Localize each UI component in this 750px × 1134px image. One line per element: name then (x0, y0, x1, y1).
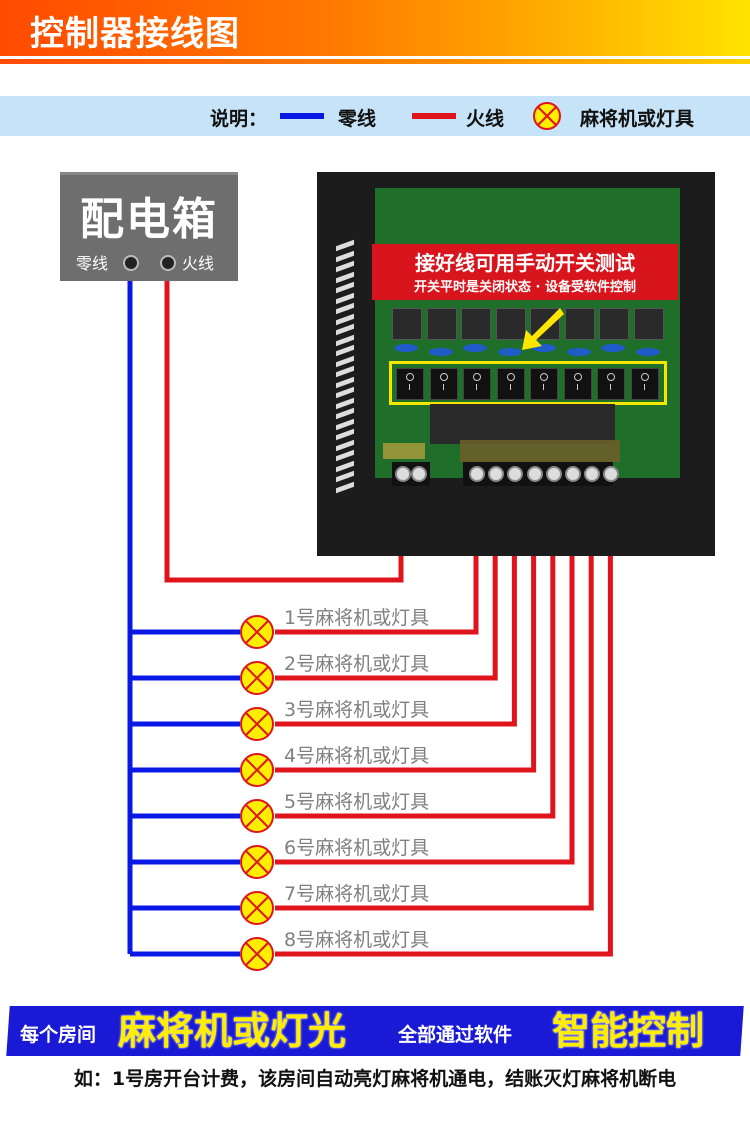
terminal-screw-icon (526, 466, 543, 482)
relay-block (545, 404, 569, 444)
relay-block (499, 404, 523, 444)
manual-switch-group (389, 361, 667, 405)
capacitor (497, 348, 522, 356)
terminal-screw-icon (507, 466, 524, 482)
controller-banner: 接好线可用手动开关测试 开关平时是关闭状态 · 设备受软件控制 (372, 244, 678, 300)
device-label: 2号麻将机或灯具 (284, 653, 430, 675)
live-branch-wire (275, 478, 556, 819)
capacitor (566, 348, 591, 356)
distribution-neutral-label: 零线 (76, 254, 109, 273)
lamp-cross-icon (240, 891, 274, 925)
device-label: 4号麻将机或灯具 (284, 745, 430, 767)
legend: 说明： 零线 火线 麻将机或灯具 (0, 96, 750, 136)
lamp-cross-icon (240, 753, 274, 787)
live-branch-wire (275, 478, 537, 773)
relay (461, 308, 491, 340)
live-branch-wire (275, 478, 517, 727)
relay-block (430, 404, 454, 444)
device-label: 7号麻将机或灯具 (284, 883, 430, 905)
terminal-screw-icon (584, 466, 601, 482)
relay-block (568, 404, 592, 444)
capacitor (428, 348, 453, 356)
terminal-screw-icon (603, 466, 620, 482)
terminal-screw-icon (488, 466, 505, 482)
manual-switch[interactable] (396, 368, 424, 400)
terminal-screw-icon (411, 466, 427, 482)
device-label: 8号麻将机或灯具 (284, 929, 430, 951)
lamp-cross-icon (240, 707, 274, 741)
device-label: 3号麻将机或灯具 (284, 699, 430, 721)
relay (564, 308, 595, 340)
header-divider (0, 59, 750, 64)
relay (392, 308, 422, 340)
neutral-terminal-icon (123, 255, 139, 271)
terminal-screw-icon (395, 466, 411, 482)
relay-block (453, 404, 477, 444)
wiring-diagram (127, 265, 613, 971)
footer-note: 如：1号房开台计费，该房间自动亮灯麻将机通电，结账灭灯麻将机断电 (73, 1068, 677, 1090)
manual-switch[interactable] (463, 368, 491, 400)
relay (599, 308, 629, 340)
capacitor (532, 344, 556, 352)
capacitor (635, 348, 660, 356)
capacitor (394, 344, 418, 352)
device-label: 1号麻将机或灯具 (284, 607, 430, 629)
lamp-cross-icon (240, 615, 274, 649)
distribution-box: 配电箱 零线 火线 (60, 175, 238, 281)
legend-intro: 说明： (210, 108, 268, 130)
capacitor (463, 344, 487, 352)
fuse-cover (383, 443, 425, 459)
manual-switch[interactable] (563, 368, 592, 400)
banner-sub-text: 开关平时是关闭状态 · 设备受软件控制 (414, 280, 636, 295)
manual-switch[interactable] (530, 368, 558, 400)
distribution-box-top (60, 172, 238, 177)
capacitor (601, 344, 625, 352)
yellow-arrow-icon (522, 308, 564, 350)
live-branch-wire (275, 478, 594, 911)
lamp-cross-icon (533, 102, 561, 130)
terminal-cover (460, 440, 620, 462)
relay-block (591, 404, 615, 444)
live-wire-swatch (412, 113, 456, 119)
header-banner: 控制器接线图 (0, 0, 750, 56)
device-label: 5号麻将机或灯具 (284, 791, 430, 813)
footer-part1: 每个房间 (20, 1024, 97, 1046)
legend-live-label: 火线 (466, 108, 505, 130)
footer-part3: 全部通过软件 (398, 1024, 513, 1046)
terminal-screw-icon (565, 466, 581, 482)
relay (495, 308, 526, 340)
neutral-wire-swatch (280, 113, 324, 119)
relay-block (476, 404, 500, 444)
relay (426, 308, 457, 340)
terminal-screw-icon (469, 466, 485, 482)
manual-switch[interactable] (597, 368, 625, 400)
distribution-live-label: 火线 (182, 254, 215, 273)
relay-block (522, 404, 546, 444)
lamp-cross-icon (240, 845, 274, 879)
live-terminal-icon (160, 255, 176, 271)
distribution-box-title: 配电箱 (80, 194, 218, 245)
terminal-screw-icon (545, 466, 562, 482)
footer-part4: 智能控制 (552, 1009, 705, 1053)
live-branch-wire (275, 478, 575, 865)
manual-switch[interactable] (630, 368, 659, 400)
lamp-cross-icon (240, 799, 274, 833)
relay (633, 308, 664, 340)
lamp-cross-icon (240, 661, 274, 695)
footer-part2: 麻将机或灯光 (118, 1009, 347, 1053)
manual-switch[interactable] (429, 368, 458, 400)
legend-neutral-label: 零线 (338, 108, 377, 130)
manual-switch[interactable] (496, 368, 525, 400)
lamp-cross-icon (240, 937, 274, 971)
live-branch-wire (275, 478, 613, 957)
legend-lamp-label: 麻将机或灯具 (580, 108, 695, 130)
device-label: 6号麻将机或灯具 (284, 837, 430, 859)
banner-main-text: 接好线可用手动开关测试 (415, 251, 635, 275)
page-title: 控制器接线图 (30, 14, 240, 54)
